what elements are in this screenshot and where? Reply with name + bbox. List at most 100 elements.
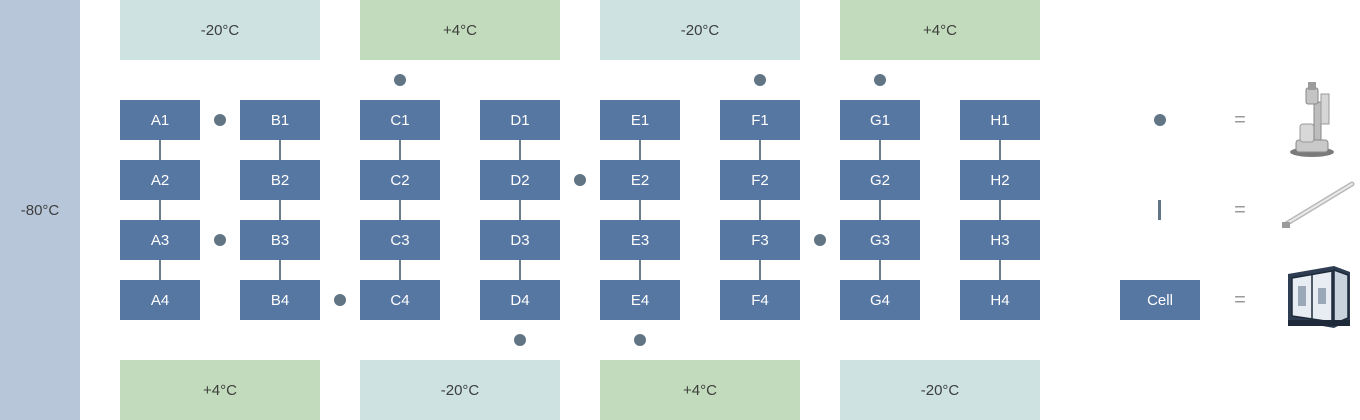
cell-label: D2 xyxy=(510,171,530,189)
robot-dot xyxy=(634,334,646,346)
lab-cell-icon xyxy=(1278,258,1358,338)
cell-e3: E3 xyxy=(600,220,680,260)
storage-bottom-4: -20°C xyxy=(840,360,1040,420)
cell-label: F1 xyxy=(751,111,769,129)
cell-connector xyxy=(759,120,761,300)
cell-label: H3 xyxy=(990,231,1010,249)
cell-c1: C1 xyxy=(360,100,440,140)
cell-g1: G1 xyxy=(840,100,920,140)
cell-label: F2 xyxy=(751,171,769,189)
storage-label: -20°C xyxy=(680,21,720,39)
cell-connector xyxy=(999,120,1001,300)
cell-label: E3 xyxy=(630,231,650,249)
cell-label: A2 xyxy=(150,171,170,189)
cell-label: G4 xyxy=(869,291,890,309)
cell-e4: E4 xyxy=(600,280,680,320)
cell-label: C3 xyxy=(390,231,410,249)
legend-robot-dot xyxy=(1154,114,1166,126)
storage-label: +4°C xyxy=(683,381,717,399)
cell-label: F3 xyxy=(751,231,769,249)
cell-b2: B2 xyxy=(240,160,320,200)
storage-label: +4°C xyxy=(923,21,957,39)
robot-dot xyxy=(754,74,766,86)
legend-equals: = xyxy=(1234,288,1246,311)
cell-label: E2 xyxy=(630,171,650,189)
cell-d4: D4 xyxy=(480,280,560,320)
cell-label: D3 xyxy=(510,231,530,249)
legend-cell-label: Cell xyxy=(1147,291,1173,309)
cell-g3: G3 xyxy=(840,220,920,260)
cell-a2: A2 xyxy=(120,160,200,200)
robot-dot xyxy=(214,234,226,246)
cell-a3: A3 xyxy=(120,220,200,260)
cell-connector xyxy=(519,120,521,300)
cell-connector xyxy=(639,120,641,300)
cell-connector xyxy=(879,120,881,300)
storage-label: +4°C xyxy=(443,21,477,39)
freezer-block: -80°C xyxy=(0,0,80,420)
legend-cell: Cell xyxy=(1120,280,1200,320)
cell-h1: H1 xyxy=(960,100,1040,140)
cell-f4: F4 xyxy=(720,280,800,320)
cell-label: A3 xyxy=(150,231,170,249)
cell-b3: B3 xyxy=(240,220,320,260)
cell-label: D1 xyxy=(510,111,530,129)
cell-connector xyxy=(159,120,161,300)
storage-label: +4°C xyxy=(203,381,237,399)
storage-top-2: +4°C xyxy=(360,0,560,60)
cell-label: B3 xyxy=(270,231,290,249)
cell-label: C4 xyxy=(390,291,410,309)
cell-label: C1 xyxy=(390,111,410,129)
cell-d2: D2 xyxy=(480,160,560,200)
cell-d3: D3 xyxy=(480,220,560,260)
robot-dot xyxy=(874,74,886,86)
cell-label: G3 xyxy=(869,231,890,249)
robot-dot xyxy=(394,74,406,86)
cell-label: E1 xyxy=(630,111,650,129)
storage-top-1: -20°C xyxy=(120,0,320,60)
transfer-rail-icon xyxy=(1280,170,1360,250)
cell-f1: F1 xyxy=(720,100,800,140)
legend-equals: = xyxy=(1234,108,1246,131)
storage-label: -20°C xyxy=(920,381,960,399)
cell-connector xyxy=(399,120,401,300)
cell-a4: A4 xyxy=(120,280,200,320)
cell-b4: B4 xyxy=(240,280,320,320)
cell-label: G2 xyxy=(869,171,890,189)
cell-f2: F2 xyxy=(720,160,800,200)
robot-dot xyxy=(214,114,226,126)
cell-c4: C4 xyxy=(360,280,440,320)
cell-f3: F3 xyxy=(720,220,800,260)
robot-dot xyxy=(334,294,346,306)
cell-label: C2 xyxy=(390,171,410,189)
cell-label: A1 xyxy=(150,111,170,129)
cell-label: B4 xyxy=(270,291,290,309)
cell-label: F4 xyxy=(751,291,769,309)
cell-e2: E2 xyxy=(600,160,680,200)
storage-top-4: +4°C xyxy=(840,0,1040,60)
storage-label: -20°C xyxy=(200,21,240,39)
cell-c3: C3 xyxy=(360,220,440,260)
cell-h2: H2 xyxy=(960,160,1040,200)
cell-g2: G2 xyxy=(840,160,920,200)
cell-label: H4 xyxy=(990,291,1010,309)
robot-dot xyxy=(814,234,826,246)
cell-a1: A1 xyxy=(120,100,200,140)
cell-label: H1 xyxy=(990,111,1010,129)
cell-d1: D1 xyxy=(480,100,560,140)
cell-label: G1 xyxy=(869,111,890,129)
cell-label: E4 xyxy=(630,291,650,309)
storage-top-3: -20°C xyxy=(600,0,800,60)
cell-h4: H4 xyxy=(960,280,1040,320)
legend-line xyxy=(1158,200,1161,220)
robot-dot xyxy=(514,334,526,346)
cell-connector xyxy=(279,120,281,300)
storage-bottom-2: -20°C xyxy=(360,360,560,420)
cell-g4: G4 xyxy=(840,280,920,320)
storage-label: -20°C xyxy=(440,381,480,399)
cell-e1: E1 xyxy=(600,100,680,140)
cell-label: B2 xyxy=(270,171,290,189)
cell-label: H2 xyxy=(990,171,1010,189)
storage-bottom-3: +4°C xyxy=(600,360,800,420)
cell-label: D4 xyxy=(510,291,530,309)
